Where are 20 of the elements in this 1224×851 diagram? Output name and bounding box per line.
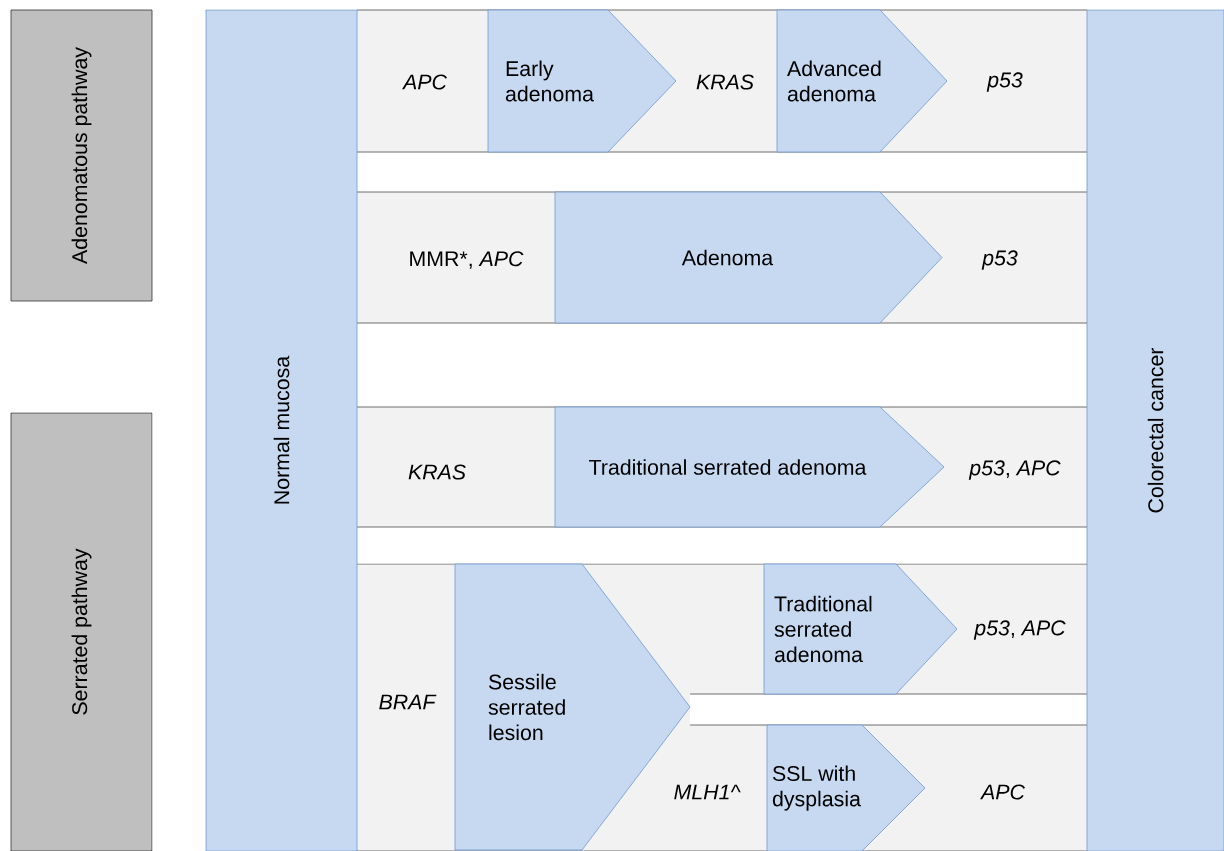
gene-label: p53, APC	[968, 460, 1061, 480]
stage-box: Traditional serrated adenoma	[763, 563, 958, 695]
stage-box: Traditional serrated adenoma	[554, 406, 945, 528]
gene-label: p53	[986, 72, 1023, 92]
gene-label: p53, APC	[973, 620, 1066, 640]
stage-box: Adenoma	[554, 191, 943, 324]
gene-label: APC	[402, 74, 448, 90]
stage-box: Early adenoma	[487, 9, 677, 153]
stage-band: Normal mucosa	[205, 9, 358, 851]
gene-label: APC	[980, 784, 1026, 800]
pathway-box: Adenomatous pathway	[10, 9, 153, 302]
gene-label: BRAF	[379, 694, 437, 710]
stage-box: SSL with dysplasia	[766, 724, 926, 851]
gene-label: KRAS	[696, 74, 754, 90]
stage-band: Colorectal cancer	[1086, 9, 1224, 851]
gene-label: KRAS	[408, 464, 466, 480]
stage-box: Advanced adenoma	[776, 9, 948, 153]
gene-label: p53	[981, 250, 1018, 270]
pathway-box: Serrated pathway	[10, 412, 153, 851]
gene-label: MMR*, APC	[410, 251, 524, 269]
